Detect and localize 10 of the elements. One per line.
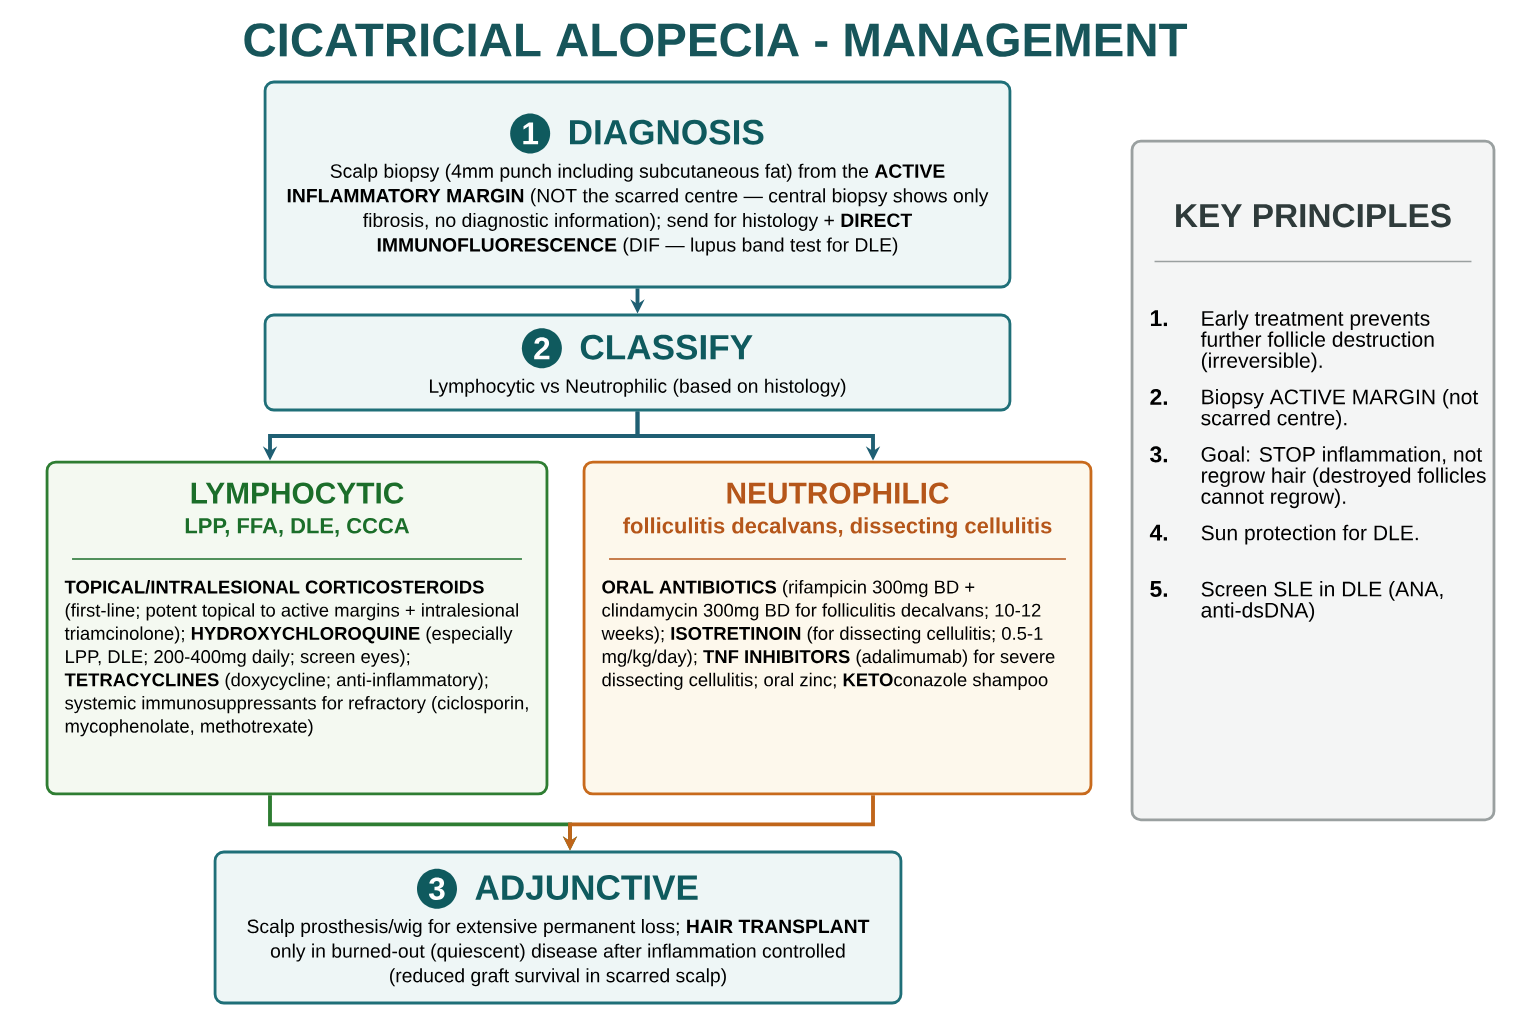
number-badge: 1	[510, 113, 551, 154]
principles-panel: KEY PRINCIPLES 1. Early treatment prevents further follicle destruction (irreversible). 2. Biopsy ACTIVE MARGIN (not scarred centre). 3. Goal: STOP inflammation, not regrow hair (destroyed follicles cannot regrow). 4. Sun protection for DLE. 5. Screen SLE in DLE (ANA, anti-dsDNA)	[1130, 139, 1496, 822]
number-badge: 2	[521, 328, 562, 369]
number-badge: 3	[417, 868, 457, 909]
step-box: 1 DIAGNOSIS Scalp biopsy (4mm punch including subcutaneous fat) from the ACTIVE INFLAMMATORY MARGIN (NOT the scarred centre — central biopsy shows only fibrosis, no diagnostic information); send for histology + DIRECT IMMUNOFLUORESCENCE (DIF — lupus band test for DLE)	[263, 80, 1012, 289]
treatment-box: LYMPHOCYTIC LPP, FFA, DLE, CCCA TOPICAL/INTRALESIONAL CORTICOSTEROIDS (first-line; potent topical to active margins + intralesional triamcinolone); HYDROXYCHLOROQUINE (especially LPP, DLE; 200-400mg daily; screen eyes); TETRACYCLINES (doxycycline; anti-inflammatory); systemic immunosuppressants for refractory (ciclosporin, mycophenolate, methotrexate)	[45, 460, 549, 796]
step-box: 2 CLASSIFY Lymphocytic vs Neutrophilic (based on histology)	[263, 313, 1012, 412]
step-box: 3 ADJUNCTIVE Scalp prosthesis/wig for extensive permanent loss; HAIR TRANSPLANT only in burned-out (quiescent) disease after inflammation controlled (reduced graft survival in scarred scalp)	[213, 850, 903, 1005]
title: CICATRICIAL ALOPECIA - MANAGEMENT	[244, 23, 1188, 57]
treatment-box: NEUTROPHILIC folliculitis decalvans, dissecting cellulitis ORAL ANTIBIOTICS (rifampicin 300mg BD + clindamycin 300mg BD for folliculitis decalvans; 10-12 weeks); ISOTRETINOIN (for dissecting cellulitis; 0.5-1 mg/kg/day); TNF INHIBITORS (adalimumab) for severe dissecting cellulitis; oral zinc; KETOconazole shampoo	[582, 460, 1093, 796]
